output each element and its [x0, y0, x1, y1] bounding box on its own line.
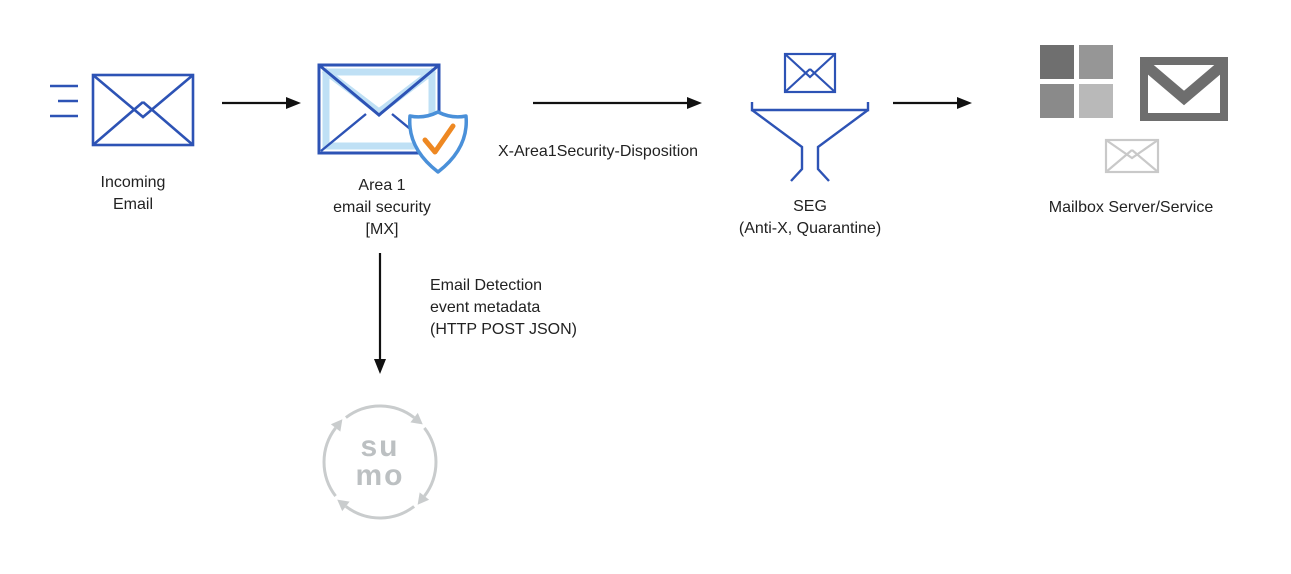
microsoft-logo-icon: [1040, 45, 1113, 118]
incoming-email-icon: [48, 72, 198, 152]
right-arrow-icon: [533, 97, 702, 109]
area1-email-security-icon: [316, 62, 476, 182]
envelope-outline-icon: [1104, 138, 1160, 174]
seg-label-line2: (Anti-X, Quarantine): [738, 220, 882, 237]
envelope-speed-lines-icon: [50, 73, 195, 147]
disposition-header-label: X-Area1Security-Disposition: [498, 143, 699, 160]
area1-label: Area 1 email security [MX]: [312, 175, 452, 241]
area1-label-line3: [MX]: [365, 221, 399, 238]
flow-arrow-area1-to-seg: [533, 95, 703, 111]
microsoft-squares-icon: [1040, 45, 1116, 121]
metadata-label-line3: (HTTP POST JSON): [430, 321, 577, 338]
seg-icon: [745, 50, 875, 190]
envelope-shield-check-icon: [317, 63, 468, 174]
seg-label-line1: SEG: [793, 198, 827, 215]
area1-label-line1: Area 1: [358, 177, 406, 194]
area1-label-line2: email security: [333, 199, 431, 216]
right-arrow-icon: [222, 97, 301, 109]
flow-arrow-area1-to-sumo: [372, 253, 388, 375]
metadata-label-line2: event metadata: [430, 299, 541, 316]
metadata-label: Email Detection event metadata (HTTP POS…: [430, 275, 577, 341]
incoming-email-label-line2: Email: [112, 196, 153, 213]
flow-arrow-seg-to-mailbox: [893, 95, 973, 111]
gmail-envelope-icon: [1140, 57, 1228, 121]
metadata-label-line1: Email Detection: [430, 277, 543, 294]
envelope-funnel-icon: [750, 52, 870, 182]
sumo-wordmark-line2: mo: [355, 459, 405, 492]
faded-envelope-icon: [1104, 132, 1160, 174]
right-arrow-icon: [893, 97, 972, 109]
incoming-email-label: Incoming Email: [68, 172, 198, 216]
mailbox-label: Mailbox Server/Service: [1048, 199, 1214, 216]
down-arrow-icon: [374, 253, 386, 374]
seg-label: SEG (Anti-X, Quarantine): [710, 196, 910, 240]
gmail-icon: [1140, 57, 1228, 121]
incoming-email-label-line1: Incoming: [100, 174, 166, 191]
sumo-wordmark-line1: su: [360, 430, 400, 463]
sumo-wordmark: su mo: [310, 430, 450, 492]
flow-arrow-incoming-to-area1: [222, 95, 302, 111]
